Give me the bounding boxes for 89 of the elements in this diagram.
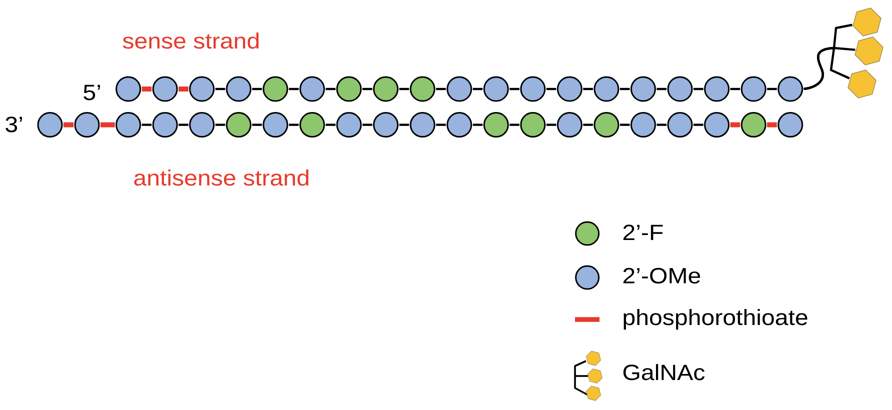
backbone-line <box>620 88 630 90</box>
backbone-line <box>142 124 152 126</box>
nucleotide-circle <box>667 112 693 138</box>
nucleotide-circle <box>594 112 620 138</box>
legend-label: 2’-OMe <box>623 268 700 284</box>
backbone-line <box>215 88 226 90</box>
backbone-line <box>694 124 704 126</box>
backbone-line <box>510 124 520 126</box>
nucleotide-circle <box>740 112 766 138</box>
nucleotide-circle <box>520 76 546 102</box>
nucleotide-circle <box>740 76 766 102</box>
backbone-line <box>730 88 740 90</box>
end-label: 3’ <box>6 116 22 132</box>
nucleotide-circle <box>778 112 804 138</box>
backbone-line <box>767 122 777 128</box>
nucleotide-circle <box>152 76 178 102</box>
backbone-line <box>100 122 115 128</box>
legend-label: phosphorothioate <box>624 309 808 330</box>
nucleotide-circle <box>373 112 398 138</box>
nucleotide-circle <box>74 112 100 138</box>
backbone-line <box>546 88 556 90</box>
nucleotide-circle <box>483 112 509 138</box>
nucleotide-circle <box>446 76 472 102</box>
backbone-line <box>546 124 556 126</box>
backbone-line <box>362 88 372 90</box>
nucleotide-circle <box>299 76 325 102</box>
nucleotide-circle <box>556 112 582 138</box>
nucleotide-circle <box>778 76 804 102</box>
nucleotide-circle <box>299 112 325 138</box>
nucleotide-circle <box>262 112 288 138</box>
nucleotide-circle <box>594 76 620 102</box>
nucleotide-circle <box>630 112 656 138</box>
nucleotide-circle <box>336 76 362 102</box>
hexagon <box>854 36 884 66</box>
backbone-line <box>436 124 446 126</box>
nucleotide-circle <box>520 112 546 138</box>
backbone-line <box>326 124 336 126</box>
nucleotide-circle <box>556 76 582 102</box>
nucleotide-circle <box>116 76 142 102</box>
legend-label: GalNAc <box>623 364 705 380</box>
backbone-line <box>730 122 740 128</box>
backbone-line <box>215 124 226 126</box>
backbone-line <box>288 88 299 90</box>
backbone-line <box>656 124 666 126</box>
strand-label: antisense strand <box>134 170 308 186</box>
backbone-line <box>399 124 410 126</box>
nucleotide-circle <box>152 112 178 138</box>
legend-label: 2’-F <box>623 224 663 240</box>
nucleotide-circle <box>189 76 215 102</box>
nucleotide-circle <box>37 112 63 138</box>
backbone-line <box>288 124 299 126</box>
nucleotide-circle <box>446 112 472 138</box>
nucleotide-circle <box>262 76 288 102</box>
backbone-line <box>694 88 704 90</box>
nucleotide-circle <box>410 76 436 102</box>
backbone-line <box>362 124 372 126</box>
backbone-line <box>583 124 593 126</box>
backbone-line <box>178 124 188 126</box>
nucleotide-circle <box>410 112 436 138</box>
backbone-line <box>472 88 483 90</box>
nucleotide-circle <box>483 76 509 102</box>
hexagon <box>848 70 876 98</box>
backbone-line <box>252 124 262 126</box>
backbone-line <box>472 124 483 126</box>
nucleotide-circle <box>226 112 252 138</box>
nucleotide-circle <box>630 76 656 102</box>
hexagon <box>852 8 882 36</box>
backbone-line <box>656 88 666 90</box>
end-label: 5’ <box>84 84 100 100</box>
backbone-line <box>252 88 262 90</box>
strand-label: sense strand <box>122 32 259 49</box>
nucleotide-circle <box>226 76 252 102</box>
backbone-line <box>583 88 593 90</box>
nucleotide-circle <box>189 112 215 138</box>
backbone-line <box>510 88 520 90</box>
nucleotide-circle <box>373 76 398 102</box>
backbone-line <box>436 88 446 90</box>
backbone-line <box>399 88 410 90</box>
nucleotide-circle <box>704 112 730 138</box>
nucleotide-circle <box>116 112 142 138</box>
backbone-line <box>178 86 188 92</box>
nucleotide-circle <box>336 112 362 138</box>
backbone-line <box>64 122 74 128</box>
backbone-line <box>142 86 152 92</box>
nucleotide-circle <box>667 76 693 102</box>
nucleotide-circle <box>704 76 730 102</box>
backbone-line <box>326 88 336 90</box>
backbone-line <box>620 124 630 126</box>
backbone-line <box>767 88 777 90</box>
